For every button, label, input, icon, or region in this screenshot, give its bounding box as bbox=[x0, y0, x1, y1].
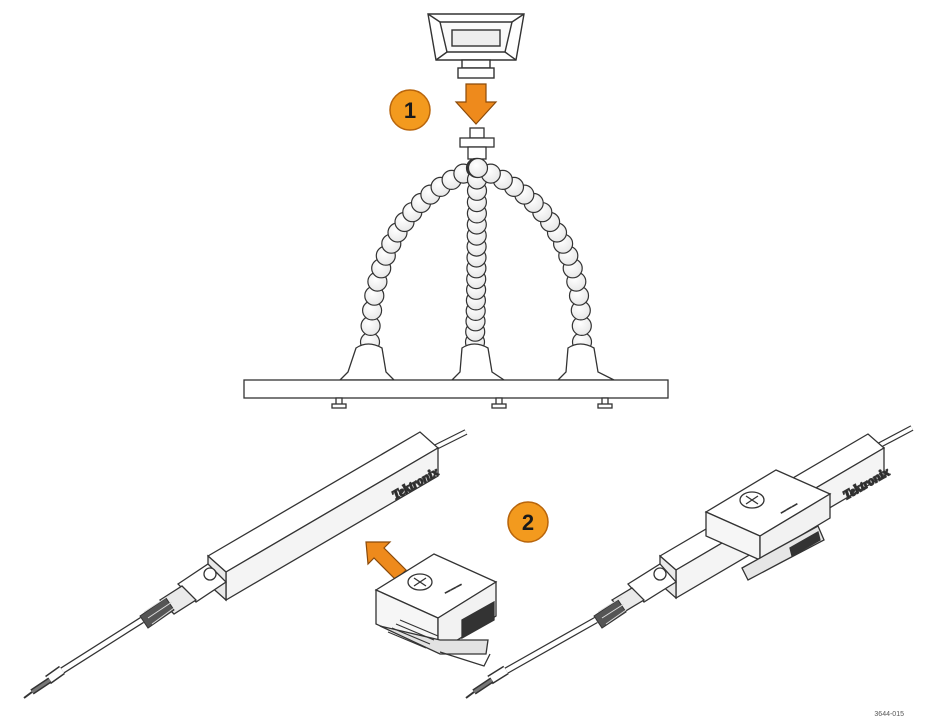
center-arm bbox=[464, 157, 488, 353]
down-arrow-icon bbox=[454, 83, 498, 125]
insert-arrow-icon bbox=[365, 541, 407, 581]
right-arm bbox=[467, 157, 593, 353]
probe-right: Tektronix — — — bbox=[465, 425, 914, 699]
probe-right-cable bbox=[876, 425, 914, 449]
gooseneck-arms bbox=[359, 157, 593, 353]
probe-holder-clip: — — — bbox=[374, 553, 498, 667]
base-plate bbox=[243, 379, 669, 409]
step-2-callout: 2 bbox=[507, 501, 549, 543]
probe-holder-clamp bbox=[427, 13, 525, 79]
probe-right-strain-relief bbox=[593, 596, 627, 629]
probe-left-strain-relief bbox=[139, 594, 175, 629]
step-2-number: 2 bbox=[522, 510, 534, 535]
positioner-mount-post bbox=[459, 127, 495, 160]
arm-base-feet bbox=[338, 343, 615, 381]
figure-id: 3644-015 bbox=[874, 711, 904, 718]
step-1-callout: 1 bbox=[389, 89, 431, 131]
step-1-number: 1 bbox=[404, 98, 416, 123]
arm-segment bbox=[467, 157, 489, 179]
left-arm bbox=[359, 157, 487, 353]
